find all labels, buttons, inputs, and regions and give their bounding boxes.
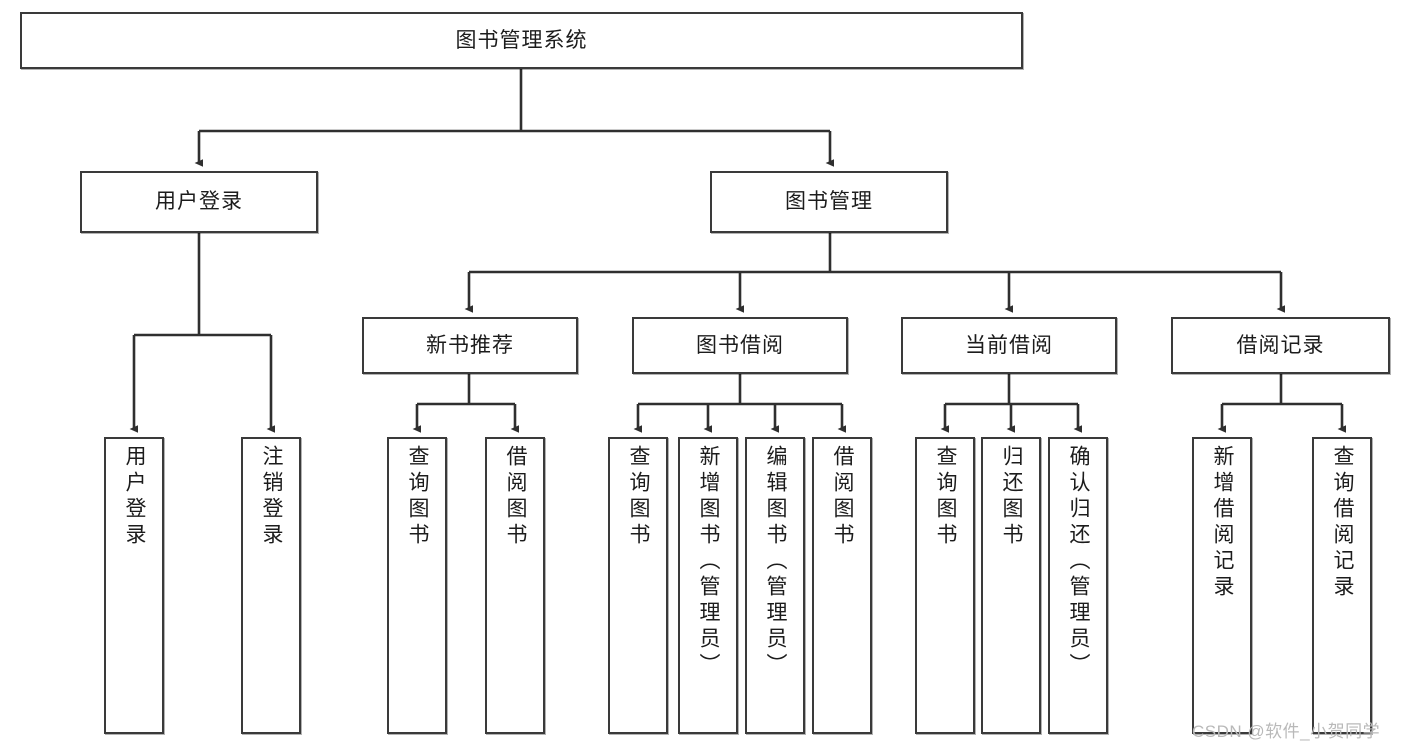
- node-label: 查询图书: [934, 445, 958, 549]
- leaf-borrow-book-recommend[interactable]: 借阅图书: [485, 437, 545, 734]
- node-label: 用户登录: [155, 190, 243, 214]
- leaf-edit-book-admin[interactable]: 编辑图书（管理员）: [745, 437, 805, 734]
- node-label: 新增图书（管理员）: [697, 445, 721, 679]
- node-book-borrow[interactable]: 图书借阅: [632, 317, 848, 374]
- leaf-add-book-admin[interactable]: 新增图书（管理员）: [678, 437, 738, 734]
- node-label: 新增借阅记录: [1211, 445, 1235, 601]
- node-label: 查询图书: [627, 445, 651, 549]
- leaf-borrow-book[interactable]: 借阅图书: [812, 437, 872, 734]
- node-label: 归还图书: [1000, 445, 1024, 549]
- leaf-logout[interactable]: 注销登录: [241, 437, 301, 734]
- node-user-login[interactable]: 用户登录: [80, 171, 318, 233]
- node-root-system[interactable]: 图书管理系统: [20, 12, 1023, 69]
- leaf-query-book-borrow[interactable]: 查询图书: [608, 437, 668, 734]
- node-label: 当前借阅: [965, 333, 1053, 357]
- node-label: 图书管理: [785, 190, 873, 214]
- leaf-query-book-recommend[interactable]: 查询图书: [387, 437, 447, 734]
- leaf-query-book-current[interactable]: 查询图书: [915, 437, 975, 734]
- node-borrow-records[interactable]: 借阅记录: [1171, 317, 1390, 374]
- node-label: 编辑图书（管理员）: [764, 445, 788, 679]
- node-label: 借阅图书: [504, 445, 528, 549]
- node-label: 用户登录: [123, 445, 147, 549]
- node-label: 确认归还（管理员）: [1067, 445, 1091, 679]
- node-book-management[interactable]: 图书管理: [710, 171, 948, 233]
- node-label: 借阅记录: [1236, 333, 1325, 357]
- leaf-return-book[interactable]: 归还图书: [981, 437, 1041, 734]
- node-label: 注销登录: [260, 445, 284, 549]
- node-label: 查询图书: [406, 445, 430, 549]
- node-new-book-recommend[interactable]: 新书推荐: [362, 317, 578, 374]
- leaf-confirm-return-admin[interactable]: 确认归还（管理员）: [1048, 437, 1108, 734]
- node-label: 借阅图书: [831, 445, 855, 549]
- node-label: 图书借阅: [696, 333, 784, 357]
- node-label: 查询借阅记录: [1331, 445, 1355, 601]
- csdn-watermark: CSDN @软件_小贺同学: [1192, 722, 1381, 741]
- node-label: 新书推荐: [426, 333, 514, 357]
- leaf-query-borrow-record[interactable]: 查询借阅记录: [1312, 437, 1372, 734]
- leaf-user-login[interactable]: 用户登录: [104, 437, 164, 734]
- node-current-borrow[interactable]: 当前借阅: [901, 317, 1117, 374]
- leaf-add-borrow-record[interactable]: 新增借阅记录: [1192, 437, 1252, 734]
- node-label: 图书管理系统: [455, 28, 588, 52]
